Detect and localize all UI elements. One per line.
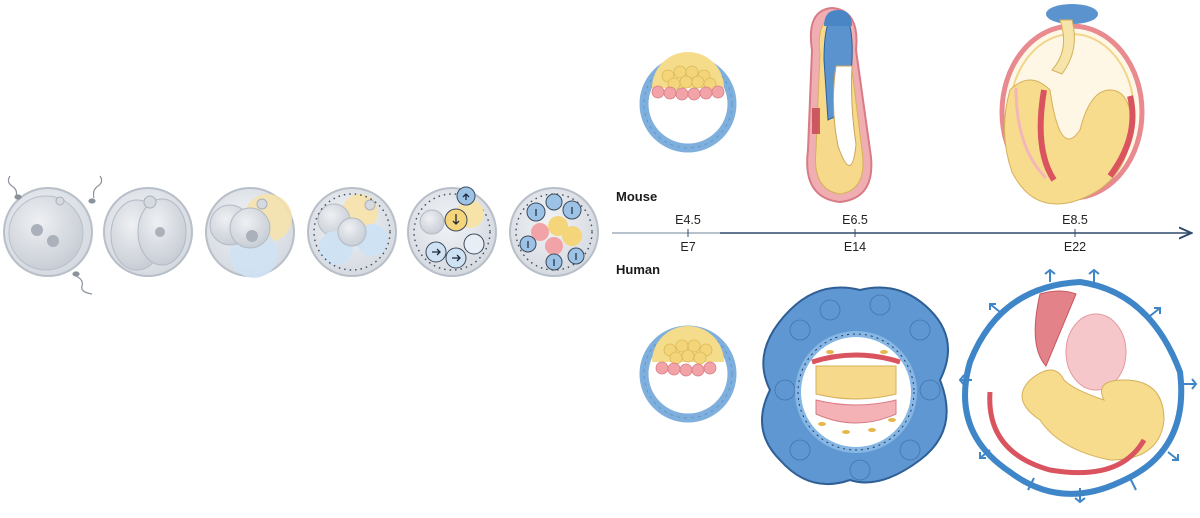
human-stage-e7: E7 [680,240,696,254]
human-label: Human [616,262,661,277]
eight-cell-stage [307,187,397,277]
morula-stage [407,186,497,277]
two-cell-stage [103,187,193,277]
human-e22-embryo [958,268,1198,504]
mouse-blastocyst [639,52,737,153]
zygote-stage [3,175,103,295]
mouse-stage-e8-5: E8.5 [1062,213,1088,227]
mouse-egg-cylinder [806,6,873,204]
mouse-stage-e6-5: E6.5 [842,213,868,227]
human-implanted-embryo [761,286,949,486]
human-stage-e14: E14 [843,240,867,254]
human-blastocyst [639,325,737,423]
villi-icon [958,268,1198,504]
mouse-stage-e4-5: E4.5 [675,213,701,227]
mouse-label: Mouse [616,189,658,204]
compacting-morula-stage [509,187,599,277]
sperm-icon [7,175,103,295]
mouse-e8-embryo [999,4,1145,205]
human-stage-e22: E22 [1063,240,1087,254]
four-cell-stage [205,187,295,278]
